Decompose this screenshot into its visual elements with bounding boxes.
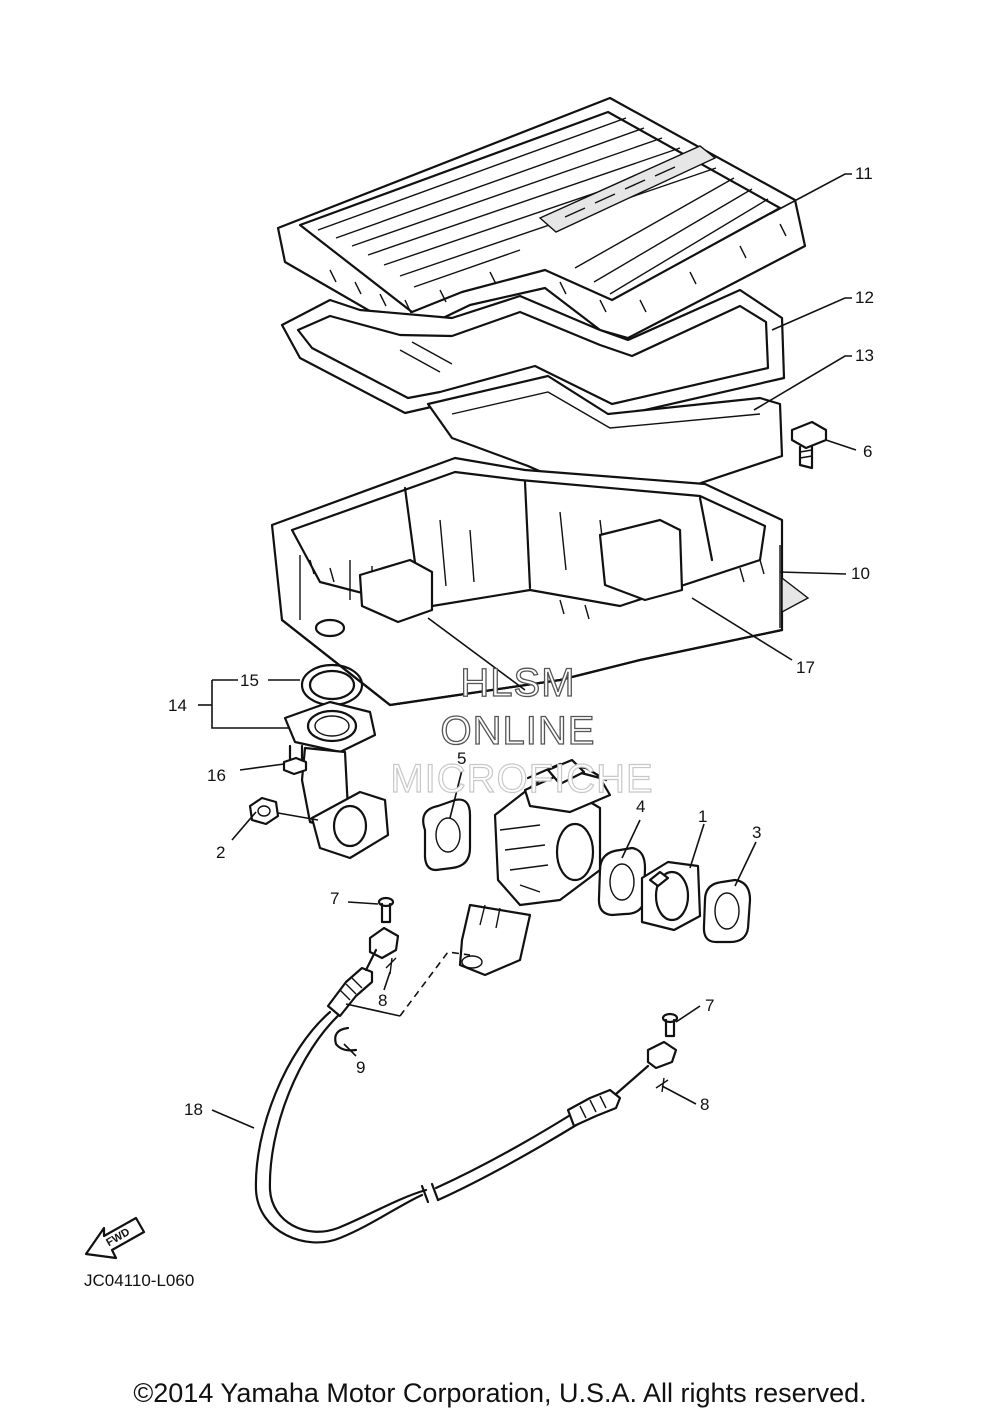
callout-12: 12 <box>855 288 874 307</box>
callout-4: 4 <box>636 797 645 816</box>
callout-10: 10 <box>851 564 870 583</box>
callout-7-lower: 7 <box>705 996 714 1015</box>
part-pin-7-upper <box>377 896 395 924</box>
callout-15: 15 <box>240 671 259 690</box>
part-cotter-8-upper <box>385 957 397 975</box>
watermark-line-1: HLSM <box>460 661 575 705</box>
part-case <box>270 456 810 707</box>
callout-3: 3 <box>752 823 761 842</box>
callout-2: 2 <box>216 843 225 862</box>
part-gasket-5 <box>422 798 472 872</box>
callout-11: 11 <box>855 164 873 183</box>
part-throttle-body <box>458 758 612 977</box>
callout-17: 17 <box>796 658 815 677</box>
callout-6: 6 <box>863 442 872 461</box>
part-bolt-6 <box>790 420 828 470</box>
part-seal <box>280 288 786 420</box>
callout-8-upper: 8 <box>378 991 387 1010</box>
part-bolt-16 <box>282 744 308 776</box>
part-pin-7-lower <box>661 1012 679 1038</box>
watermark-line-2: ONLINE <box>441 709 596 753</box>
part-spacer <box>640 860 702 932</box>
watermark: HLSM ONLINE MICROFICHE <box>390 660 654 801</box>
callout-18: 18 <box>184 1100 203 1119</box>
part-gasket-4 <box>597 846 647 917</box>
callout-1: 1 <box>698 807 707 826</box>
forward-arrow-icon: FWD <box>84 1216 146 1260</box>
part-cable-joint-lower <box>646 1040 678 1070</box>
part-cable-joint-upper <box>368 926 400 960</box>
part-cotter-8-lower <box>655 1077 669 1093</box>
part-o-ring <box>300 663 364 707</box>
callout-9: 9 <box>356 1058 365 1077</box>
part-throttle-cable <box>254 948 650 1244</box>
part-nut <box>248 796 280 826</box>
callout-5: 5 <box>457 749 466 768</box>
callout-labels: 11 12 13 6 10 17 15 14 16 2 5 4 1 3 7 8 … <box>168 164 874 1119</box>
callout-16: 16 <box>207 766 226 785</box>
part-cover <box>276 96 807 340</box>
callout-8-lower: 8 <box>700 1095 709 1114</box>
watermark-line-3: MICROFICHE <box>390 757 653 801</box>
part-element <box>426 374 784 512</box>
copyright-notice: ©2014 Yamaha Motor Corporation, U.S.A. A… <box>133 1378 867 1408</box>
callout-7-upper: 7 <box>330 889 339 908</box>
figure-code: JC04110-L060 <box>84 1271 194 1290</box>
callout-13: 13 <box>855 346 874 365</box>
part-joint <box>283 700 390 860</box>
part-clip <box>334 1026 358 1052</box>
callout-14: 14 <box>168 696 187 715</box>
leader-lines <box>198 173 857 1129</box>
part-gasket-3 <box>702 878 752 944</box>
